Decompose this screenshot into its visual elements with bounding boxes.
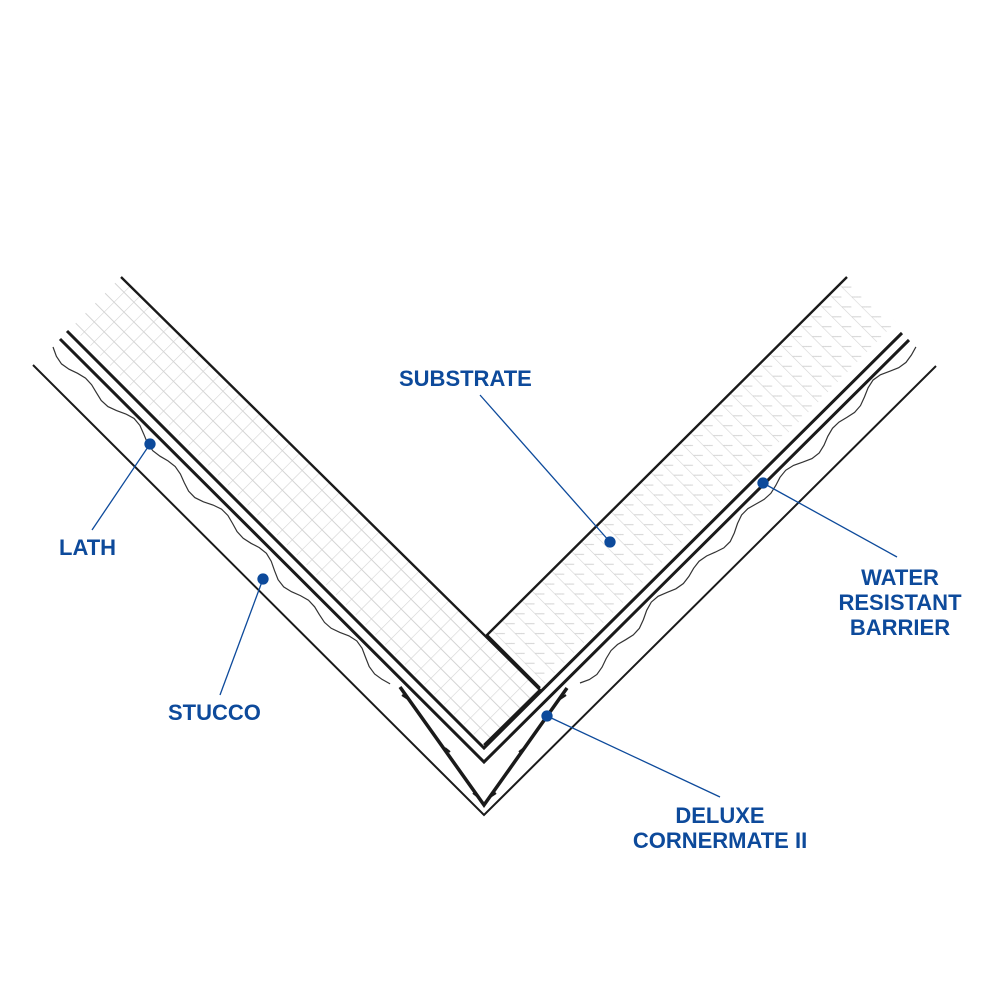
wrb-label-line: RESISTANT xyxy=(838,590,962,615)
substrate-label: SUBSTRATE xyxy=(399,366,532,391)
stucco-dot xyxy=(257,573,269,585)
lath-leader xyxy=(91,443,151,531)
wrb-label: WATER RESISTANT BARRIER xyxy=(820,565,980,640)
substrate-right-edge xyxy=(485,276,848,689)
cornermate-label-line: DELUXE xyxy=(675,803,765,828)
wrb-dot xyxy=(757,477,769,489)
cornermate-label: DELUXE CORNERMATE II xyxy=(610,803,830,853)
substrate-dot xyxy=(604,536,616,548)
cornermate-leader xyxy=(546,715,721,798)
cornermate-ticks xyxy=(401,694,567,798)
stucco-face xyxy=(32,364,937,817)
substrate-left-edge xyxy=(120,276,542,746)
substrate-right-hatch xyxy=(487,277,896,688)
lath-label: LATH xyxy=(59,535,117,560)
wrb-leader xyxy=(762,482,898,558)
substrate-left-hatch xyxy=(72,277,540,745)
lath-right xyxy=(579,346,917,684)
wrb-label-line: BARRIER xyxy=(849,615,951,640)
stucco-label: STUCCO xyxy=(168,700,261,725)
cornermate-dot xyxy=(541,710,553,722)
cornermate-label-line: CORNERMATE II xyxy=(632,828,808,853)
lath-left xyxy=(52,346,391,685)
wrb-label-line: WATER xyxy=(861,565,939,590)
wrb-inner-line xyxy=(65,329,904,751)
substrate-leader xyxy=(479,394,611,543)
cornermate-bead xyxy=(398,685,569,809)
stucco-leader xyxy=(219,578,264,696)
lath-dot xyxy=(144,438,156,450)
